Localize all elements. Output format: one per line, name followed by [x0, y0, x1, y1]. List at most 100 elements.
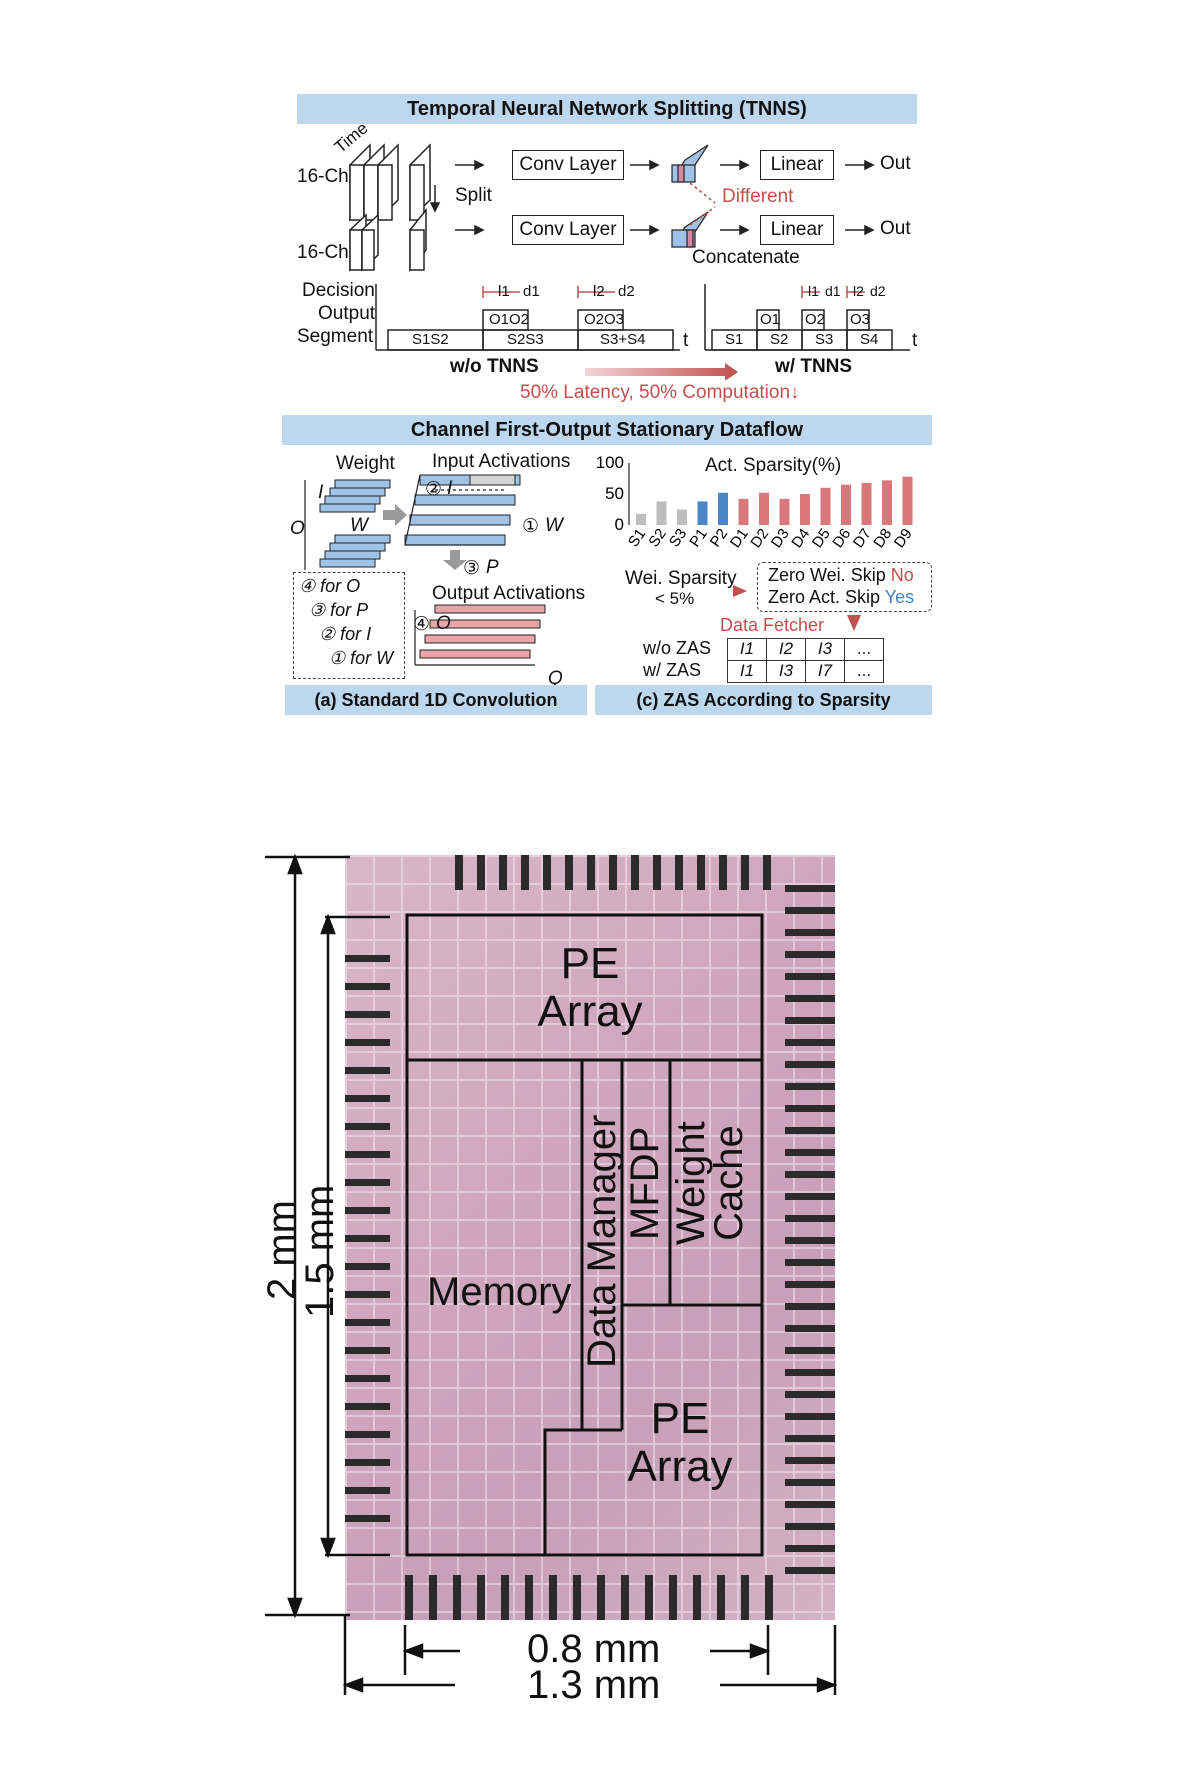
split-label: Split [455, 185, 492, 206]
w-mark-l1: l1 [808, 283, 819, 299]
weight-label: Weight [336, 453, 395, 474]
x-tick-label: D3 [768, 526, 793, 551]
dim-o-output: O [436, 613, 451, 634]
timeline-graphics [375, 284, 910, 380]
step3-marker: ③ [463, 558, 481, 579]
chart-title: Act. Sparsity(%) [705, 455, 842, 476]
bar-D1 [738, 498, 749, 525]
axis-label-output: Output [318, 303, 376, 324]
linear-bottom: Linear [760, 215, 834, 245]
caption-c: (c) ZAS According to Sparsity [595, 685, 932, 715]
bar-D4 [800, 494, 810, 525]
feature-block-bottom [671, 211, 709, 248]
dim-w-weight: W [350, 515, 368, 536]
bar-S3 [677, 509, 687, 525]
concatenate-label: Concatenate [692, 247, 800, 268]
dim-15mm-label: 1.5 mm [298, 1184, 342, 1318]
input-stack-bottom [349, 207, 427, 273]
conv-layer-bottom: Conv Layer [512, 215, 624, 245]
wo-zas-cell: I3 [806, 638, 845, 661]
loop-box: ④ for O ③ for P ② for I ① for W [293, 572, 405, 679]
w-output-1: O1 [760, 311, 781, 328]
bar-D6 [841, 484, 851, 525]
t-label-wo: t [683, 330, 689, 351]
wei-sparsity-label: Wei. Sparsity [625, 568, 737, 589]
wo-zas-label: w/o ZAS [643, 638, 712, 658]
input-stack-top [349, 143, 431, 222]
bond-pads-right [785, 885, 835, 1575]
skip-box: Zero Wei. Skip No Zero Act. Skip Yes [757, 562, 932, 612]
arrow-right-icon [733, 585, 747, 597]
zero-act-value: Yes [884, 587, 915, 607]
x-tick-label: D6 [829, 526, 854, 551]
die-block-outlines [405, 913, 764, 1557]
dim-w-input: W [545, 515, 563, 536]
input-activations-label: Input Activations [432, 451, 571, 472]
wo-output-1: O1O2 [489, 311, 530, 328]
w-output-2: O2 [805, 311, 826, 328]
x-tick-label: D8 [870, 526, 895, 551]
bar-D8 [882, 480, 892, 525]
feature-block-top [671, 144, 709, 183]
bar-S1 [636, 513, 646, 525]
channel-label-top: 16-Ch [297, 166, 349, 187]
w-segment-1: S1 [725, 331, 744, 348]
axis-label-segment: Segment [297, 326, 374, 347]
wo-segment-3: S3+S4 [600, 331, 646, 348]
wo-output-2: O2O3 [584, 311, 625, 328]
dataflow-title: Channel First-Output Stationary Dataflow [282, 415, 932, 445]
pe-array-bottom-label: PE Array [627, 1394, 733, 1491]
dim-2mm-label: 2 mm [260, 1200, 304, 1300]
x-tick-label: S2 [645, 526, 669, 551]
wo-zas-cell: I1 [727, 638, 767, 661]
w-output-3: O3 [850, 311, 871, 328]
zas-table: I1 I2 I3 ... I1 I3 I7 ... [727, 638, 884, 683]
bond-pads-top [455, 855, 785, 890]
wo-mark-l1: l1 [498, 283, 510, 300]
wei-sparsity-value: < 5% [655, 589, 695, 608]
dim-q-output: Q [548, 668, 563, 689]
w-mark-d1: d1 [825, 283, 841, 299]
wo-zas-cell: I2 [767, 638, 806, 661]
dim-o-weight: O [290, 518, 305, 539]
t-label-w: t [912, 330, 918, 351]
x-tick-label: S3 [666, 526, 690, 551]
w-tnns-label: w/ TNNS [775, 356, 853, 377]
out-label-bottom: Out [880, 218, 911, 239]
pe-array-top-label: PE Array [537, 939, 643, 1036]
bar-P1 [697, 501, 708, 525]
loop-i: ② for I [319, 624, 372, 644]
x-tick-label: D9 [891, 526, 916, 551]
dim-08mm-label: 0.8 mm [527, 1627, 661, 1671]
loop-w: ① for W [329, 648, 394, 668]
w-mark-d2: d2 [870, 283, 886, 299]
wo-tnns-label: w/o TNNS [450, 356, 539, 377]
w-segment-3: S3 [815, 331, 834, 348]
wo-zas-cell: ... [845, 638, 884, 661]
dim-i-weight: I [318, 482, 324, 503]
x-tick-label: S1 [625, 526, 649, 551]
loop-p: ③ for P [309, 600, 369, 620]
caption-a: (a) Standard 1D Convolution [285, 685, 587, 715]
arrow-down-icon [847, 615, 861, 631]
w-zas-cell: I1 [727, 661, 767, 683]
die-photo [345, 855, 835, 1620]
zero-act-label: Zero Act. Skip [768, 587, 881, 607]
step1-marker: ① [522, 516, 540, 537]
wo-segment-2: S2S3 [507, 331, 544, 348]
bar-D9 [902, 476, 913, 525]
x-tick-label: D2 [747, 526, 772, 551]
bar-P2 [718, 492, 728, 525]
w-zas-cell: I3 [767, 661, 806, 683]
die-grid [345, 855, 835, 1620]
bar-D5 [820, 487, 831, 525]
x-tick-label: D4 [788, 526, 813, 551]
dim-i-input: I [447, 478, 453, 499]
bar-D7 [861, 482, 872, 525]
tnns-diagram-graphics [349, 143, 875, 273]
channel-label-bottom: 16-Ch [297, 242, 349, 263]
w-zas-label: w/ ZAS [643, 660, 702, 680]
dim-p-input: P [486, 557, 499, 578]
gain-label: 50% Latency, 50% Computation↓ [520, 382, 800, 403]
w-segment-4: S4 [860, 331, 879, 348]
